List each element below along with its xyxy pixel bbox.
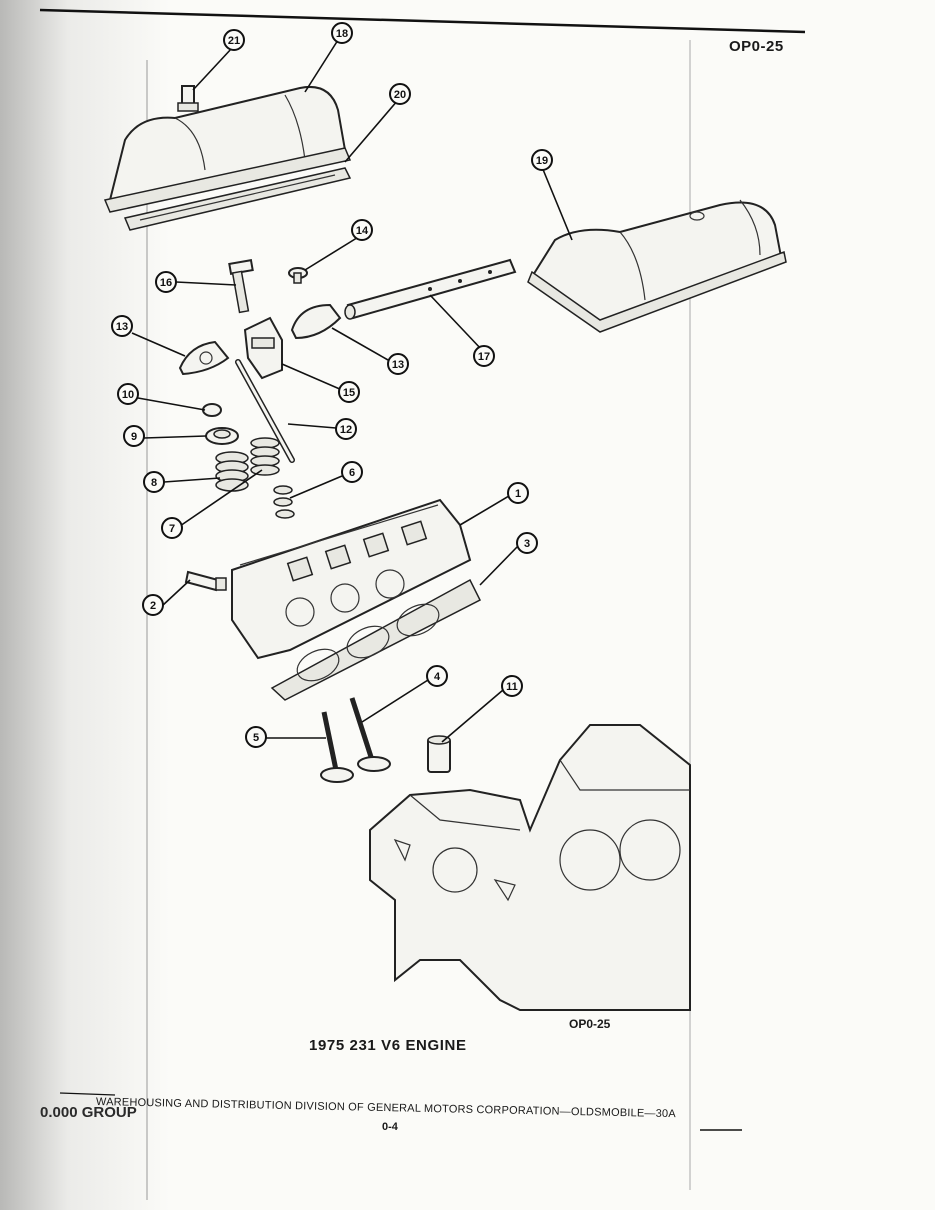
- callout-1: 1: [507, 482, 529, 504]
- callout-3: 3: [516, 532, 538, 554]
- leader-lines: [131, 39, 573, 743]
- rocker-arm-left: [178, 340, 230, 376]
- valve-cover-left: [103, 86, 352, 213]
- valve-cover-gasket: [123, 167, 352, 231]
- engine-block: [369, 724, 691, 1011]
- callout-10: 10: [117, 383, 139, 405]
- head-gasket: [270, 578, 482, 701]
- rocker-arm-right: [290, 303, 342, 340]
- callout-16: 16: [155, 271, 177, 293]
- callout-2: 2: [142, 594, 164, 616]
- callout-18: 18: [331, 22, 353, 44]
- svg-text:10: 10: [122, 389, 134, 401]
- svg-text:18: 18: [336, 28, 348, 40]
- svg-text:12: 12: [340, 424, 352, 436]
- callout-15: 15: [338, 381, 360, 403]
- callout-5: 5: [245, 726, 267, 748]
- top-edge-line: [39, 8, 806, 34]
- svg-text:5: 5: [253, 732, 259, 744]
- svg-text:4: 4: [434, 671, 441, 683]
- svg-text:16: 16: [160, 277, 172, 289]
- callout-19: 19: [531, 149, 553, 171]
- rocker-bracket: [243, 316, 283, 380]
- svg-text:15: 15: [343, 387, 355, 399]
- svg-text:21: 21: [228, 35, 240, 47]
- callout-17: 17: [473, 345, 495, 367]
- svg-text:7: 7: [169, 523, 175, 535]
- rocker-pin: [288, 267, 308, 284]
- svg-text:3: 3: [524, 538, 530, 550]
- spark-plug: [184, 570, 227, 592]
- page-code: OP0-25: [729, 38, 784, 55]
- svg-text:1: 1: [515, 488, 521, 500]
- svg-text:11: 11: [506, 681, 518, 693]
- valve-spring-outer: [215, 451, 249, 492]
- rocker-shaft: [344, 258, 517, 320]
- svg-text:8: 8: [151, 477, 157, 489]
- svg-text:19: 19: [536, 155, 548, 167]
- callout-14: 14: [351, 219, 373, 241]
- svg-text:13: 13: [116, 321, 128, 333]
- figure-caption: 1975 231 V6 ENGINE: [309, 1037, 467, 1054]
- valve-retainer: [205, 427, 239, 445]
- breather-fitting: [177, 85, 199, 112]
- callout-20: 20: [389, 83, 411, 105]
- svg-text:20: 20: [394, 89, 406, 101]
- valve-seal: [273, 485, 295, 519]
- callout-9: 9: [123, 425, 145, 447]
- callout-6: 6: [341, 461, 363, 483]
- svg-text:17: 17: [478, 351, 490, 363]
- svg-text:2: 2: [150, 600, 156, 612]
- svg-text:9: 9: [131, 431, 137, 443]
- valve-spring-inner: [250, 437, 280, 476]
- callout-7: 7: [161, 517, 183, 539]
- intake-valve: [320, 711, 354, 783]
- cylinder-head: [231, 498, 472, 660]
- svg-text:14: 14: [356, 225, 369, 237]
- group-label: 0.000 GROUP: [40, 1104, 137, 1121]
- svg-text:6: 6: [349, 467, 355, 479]
- valve-lifter: [427, 735, 451, 773]
- callout-12: 12: [335, 418, 357, 440]
- callout-13-left: 13: [111, 315, 133, 337]
- footer-rule-left: [59, 1092, 116, 1096]
- callout-13-right: 13: [387, 353, 409, 375]
- valve-cover-right: [527, 199, 787, 333]
- callout-4: 4: [426, 665, 448, 687]
- svg-text:13: 13: [392, 359, 404, 371]
- figure-code: OP0-25: [569, 1017, 611, 1031]
- callout-8: 8: [143, 471, 165, 493]
- pushrod: [235, 359, 295, 463]
- callout-11: 11: [501, 675, 523, 697]
- valve-key: [202, 403, 222, 417]
- page-number: 0-4: [382, 1121, 398, 1133]
- rocker-bolt: [228, 259, 254, 314]
- callout-21: 21: [223, 29, 245, 51]
- exhaust-valve: [349, 697, 391, 772]
